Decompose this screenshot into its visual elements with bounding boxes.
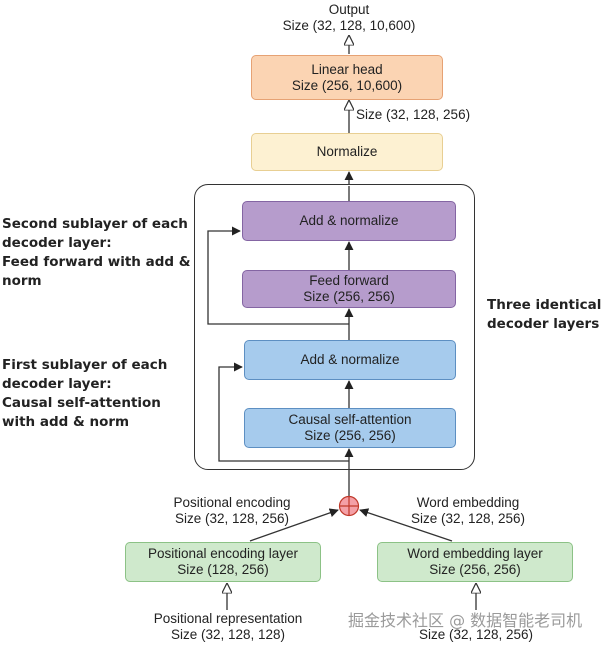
feed-forward-box: Feed forward Size (256, 256) [242,270,456,308]
word-embedding-layer-box: Word embedding layer Size (256, 256) [377,542,573,582]
normalize-title: Normalize [316,144,378,159]
second-sublayer-line-4: norm [2,273,42,289]
linear-head-size: Size (256, 10,600) [291,77,403,93]
add-normalize-bottom-title: Add & normalize [300,352,400,367]
add-normalize-top-box: Add & normalize [242,201,456,241]
add-normalize-top-title: Add & normalize [299,213,399,228]
linear-head-title: Linear head [311,61,383,77]
feed-forward-title: Feed forward [309,273,389,288]
word-embedding-layer-title: Word embedding layer [407,546,543,561]
positional-encoding-title: Positional encoding [173,495,291,510]
second-sublayer-label: Second sublayer of each decoder layer: F… [2,215,191,291]
positional-encoding-layer-title: Positional encoding layer [147,546,299,561]
add-normalize-bottom-box: Add & normalize [244,340,456,380]
output-title: Output [328,2,370,17]
second-sublayer-line-3: Feed forward with add & [2,254,191,270]
three-layers-line-1: Three identical [487,297,602,313]
output-label: Output Size (32, 128, 10,600) [274,2,424,34]
normalize-output-size: Size (32, 128, 256) [356,107,471,122]
positional-encoding-layer-box: Positional encoding layer Size (128, 256… [125,542,321,582]
add-symbol [338,495,360,517]
causal-self-attention-box: Causal self-attention Size (256, 256) [244,408,456,448]
first-sublayer-label: First sublayer of each decoder layer: Ca… [2,356,167,432]
first-sublayer-line-4: with add & norm [2,414,130,430]
normalize-box: Normalize [251,133,443,171]
word-embedding-size: Size (32, 128, 256) [410,511,526,526]
three-layers-line-2: decoder layers [487,316,600,332]
arrow-posenc-to-plus [249,508,339,542]
causal-self-attention-size: Size (256, 256) [304,428,396,443]
word-embedding-title: Word embedding [416,495,520,510]
positional-representation-label: Positional representation Size (32, 128,… [145,611,311,643]
output-size: Size (32, 128, 10,600) [282,18,416,33]
positional-encoding-layer-size: Size (128, 256) [177,562,269,577]
positional-representation-title: Positional representation [153,611,303,626]
three-identical-layers-label: Three identical decoder layers [487,296,601,334]
first-sublayer-line-2: decoder layer: [2,376,112,392]
second-sublayer-line-2: decoder layer: [2,235,112,251]
linear-head-box: Linear head Size (256, 10,600) [251,55,443,100]
first-sublayer-line-1: First sublayer of each [2,357,168,373]
residual-connection-1 [218,362,349,462]
feed-forward-size: Size (256, 256) [303,289,395,304]
word-embedding-layer-size: Size (256, 256) [429,562,521,577]
positional-encoding-label: Positional encoding Size (32, 128, 256) [162,495,302,527]
positional-representation-size: Size (32, 128, 128) [170,627,286,642]
positional-encoding-size: Size (32, 128, 256) [174,511,290,526]
residual-connection-2 [207,226,349,325]
first-sublayer-line-3: Causal self-attention [2,395,161,411]
second-sublayer-line-1: Second sublayer of each [2,216,188,232]
watermark: 掘金技术社区 @ 数据智能老司机 [348,611,583,630]
causal-self-attention-title: Causal self-attention [288,412,412,427]
word-embedding-label: Word embedding Size (32, 128, 256) [398,495,538,527]
decoder-layer-block [194,184,475,470]
arrow-wordemb-to-plus [359,508,453,542]
tokenized-input-size: Size (32, 128, 256) [418,627,534,642]
